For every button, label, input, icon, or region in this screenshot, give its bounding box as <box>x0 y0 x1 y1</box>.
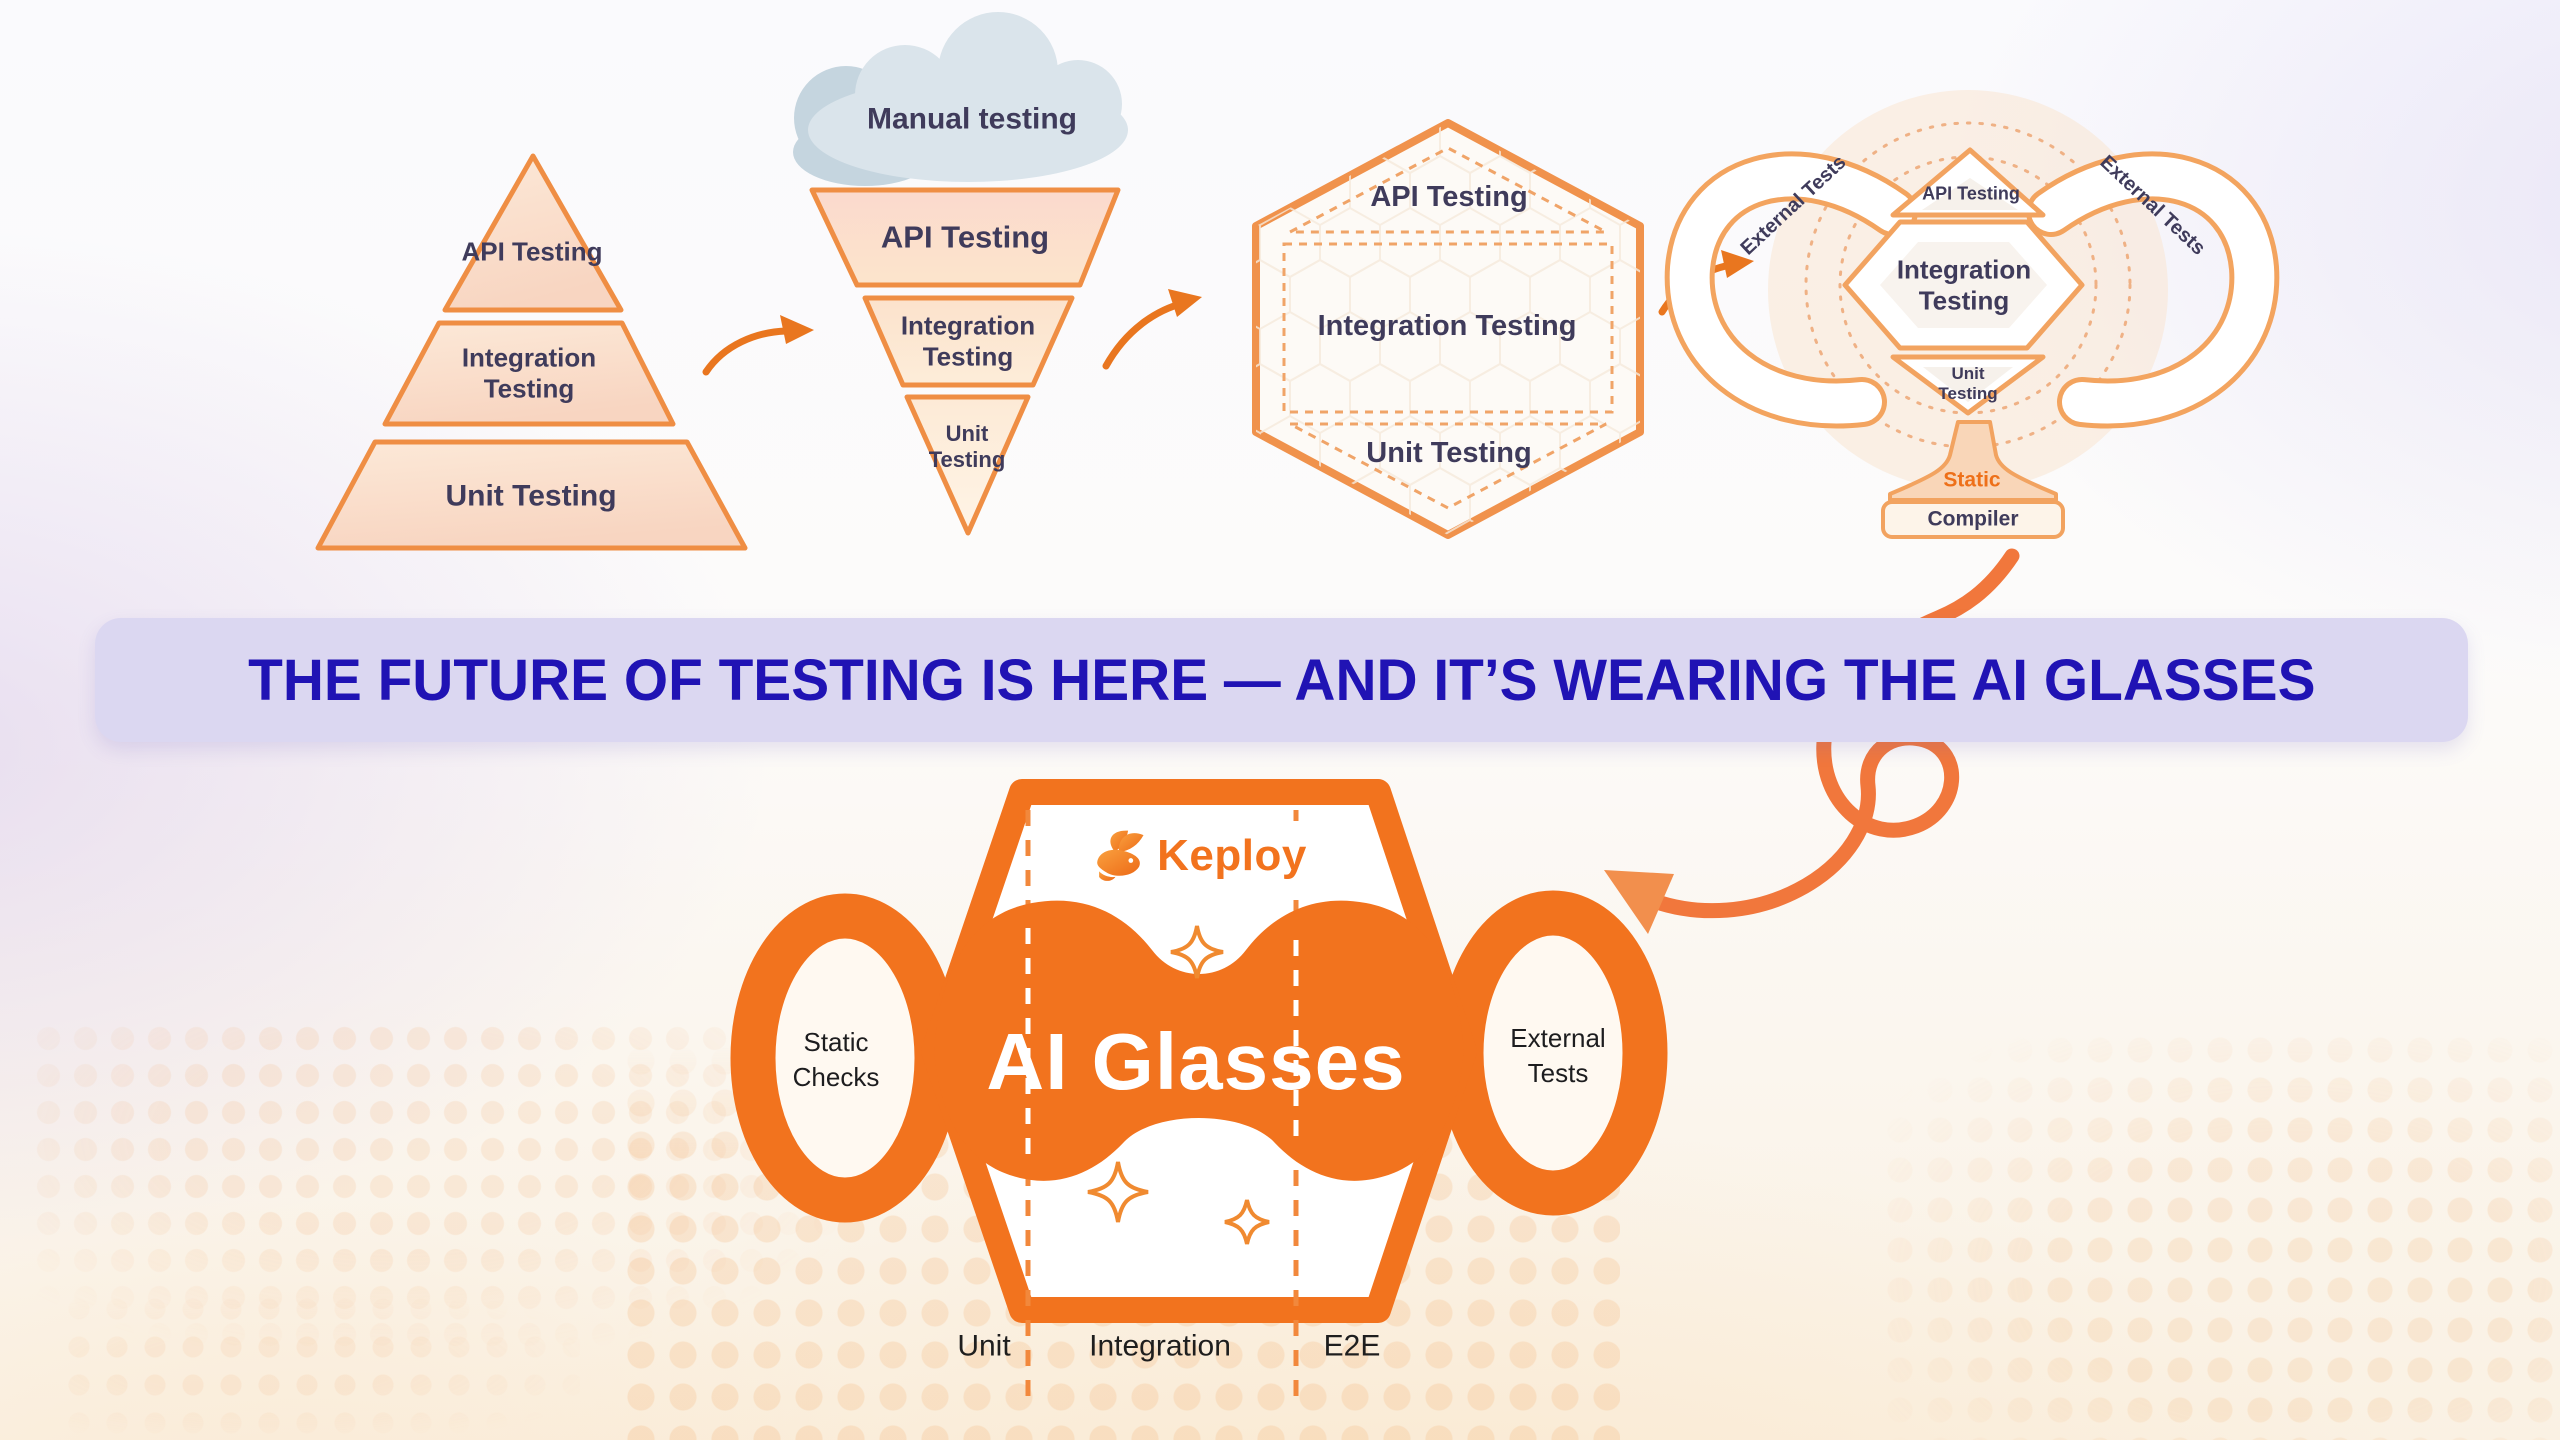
funnel-tier-integration <box>862 295 1075 388</box>
flow-arrow-icon <box>1102 299 1188 370</box>
glasses-left-ring-label: Static Checks <box>792 1026 880 1092</box>
trophy-diagram <box>1664 90 2280 539</box>
headline-text: THE FUTURE OF TESTING IS HERE — AND IT’S… <box>247 647 2316 713</box>
honeycomb-diagram <box>1252 119 1644 539</box>
glasses-column-e2e: E2E <box>1323 1329 1381 1363</box>
trophy-label-unit: Unit Testing <box>1938 363 1998 403</box>
honeycomb-zone-api <box>1289 146 1607 234</box>
funnel-label-unit: Unit Testing <box>928 421 1006 472</box>
flow-arrow-icon <box>702 327 790 376</box>
transition-arrow <box>1604 548 2020 934</box>
glasses-right-ring-label: External Tests <box>1510 1022 1606 1088</box>
trophy-handle-right <box>2031 156 2275 424</box>
funnel-label-integration: Integration Testing <box>900 310 1036 371</box>
flow-arrowhead-icon <box>1168 289 1202 317</box>
glasses-column-unit: Unit <box>957 1329 1011 1363</box>
honeycomb-pattern <box>1256 123 1640 535</box>
pyramid-tier-integration <box>382 320 676 427</box>
trophy-stem <box>1888 420 2058 502</box>
honeycomb-zone-unit <box>1289 422 1607 510</box>
trophy-dotted-circle <box>1804 121 2132 449</box>
funnel-diagram <box>793 12 1128 536</box>
sparkle-icon <box>1087 1161 1149 1223</box>
ai-glasses-diagram <box>730 779 1668 1398</box>
funnel-tier-unit <box>904 394 1031 536</box>
cloud-icon <box>808 12 1128 182</box>
honeycomb-label-integration: Integration Testing <box>1317 309 1577 342</box>
funnel-cloud-label: Manual testing <box>866 102 1077 136</box>
headline-banner: THE FUTURE OF TESTING IS HERE — AND IT’S… <box>95 618 2468 742</box>
trophy-tier-api-inner <box>1922 178 2018 210</box>
honeycomb-zone-integration <box>1282 242 1614 414</box>
sparkle-icon <box>1170 925 1224 979</box>
trophy-base-label: Compiler <box>1927 507 2019 531</box>
trophy-label-api: API Testing <box>1922 183 2020 204</box>
keploy-wordmark: Keploy <box>1157 831 1307 880</box>
trophy-tier-unit-inner <box>1923 367 2013 402</box>
trophy-base <box>1881 500 2065 539</box>
sparkle-icon <box>1224 1199 1270 1245</box>
glasses-column-integration: Integration <box>1089 1329 1231 1363</box>
pyramid-label-api: API Testing <box>461 236 603 267</box>
pyramid-tier-api <box>442 153 624 313</box>
flow-arrowhead-icon <box>1721 250 1754 278</box>
trophy-stem-label: Static <box>1943 468 2001 492</box>
pyramid-label-integration: Integration Testing <box>461 342 597 403</box>
funnel-tier-api <box>809 187 1121 288</box>
glasses-mask-shape <box>934 900 1464 1181</box>
trophy-tier-integration-inner <box>1880 242 2047 328</box>
honeycomb-label-unit: Unit Testing <box>1366 436 1532 469</box>
keploy-logo: Keploy <box>1073 821 1323 891</box>
glasses-title: AI Glasses <box>986 1016 1406 1106</box>
funnel-label-api: API Testing <box>880 219 1050 255</box>
transition-arrowhead-icon <box>1604 870 1674 934</box>
trophy-label-integration: Integration Testing <box>1896 254 2032 315</box>
pyramid-label-unit: Unit Testing <box>445 479 617 513</box>
trophy-handle-left <box>1669 156 1913 424</box>
keploy-rabbit-icon <box>1097 830 1144 881</box>
pyramid-tier-unit <box>315 439 748 551</box>
honeycomb-label-api: API Testing <box>1370 180 1528 213</box>
pyramid-diagram <box>315 153 748 551</box>
flow-arrowhead-icon <box>780 315 814 344</box>
